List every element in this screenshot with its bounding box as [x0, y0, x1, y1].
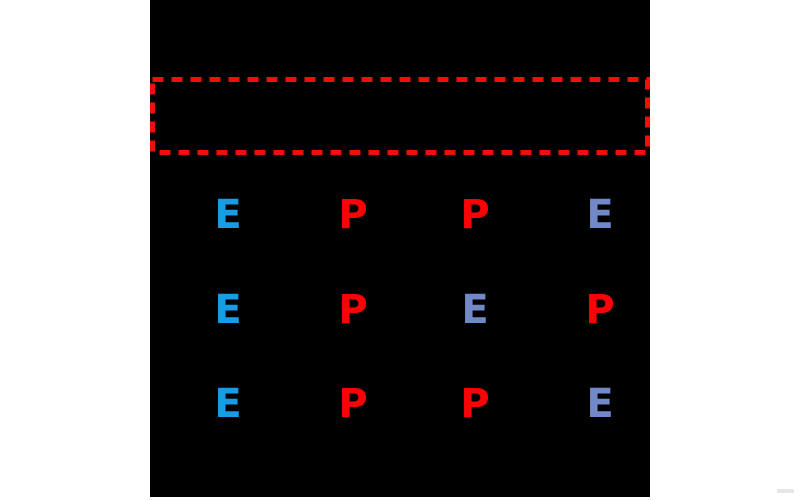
grid-letter: P	[338, 287, 368, 333]
grid-letter: P	[460, 192, 490, 238]
grid-letter: E	[214, 192, 242, 238]
grid-letter: E	[214, 381, 242, 427]
black-panel	[150, 0, 650, 497]
grid-letter: E	[586, 192, 614, 238]
grid-letter: P	[338, 381, 368, 427]
grid-letter: P	[338, 192, 368, 238]
grid-letter: E	[461, 287, 489, 333]
grid-letter: E	[214, 287, 242, 333]
dashed-rect	[150, 77, 650, 155]
grid-letter: E	[586, 381, 614, 427]
highlight-dashed-box	[150, 77, 650, 155]
watermark	[777, 489, 794, 493]
grid-letter: P	[460, 381, 490, 427]
grid-letter: P	[585, 287, 615, 333]
